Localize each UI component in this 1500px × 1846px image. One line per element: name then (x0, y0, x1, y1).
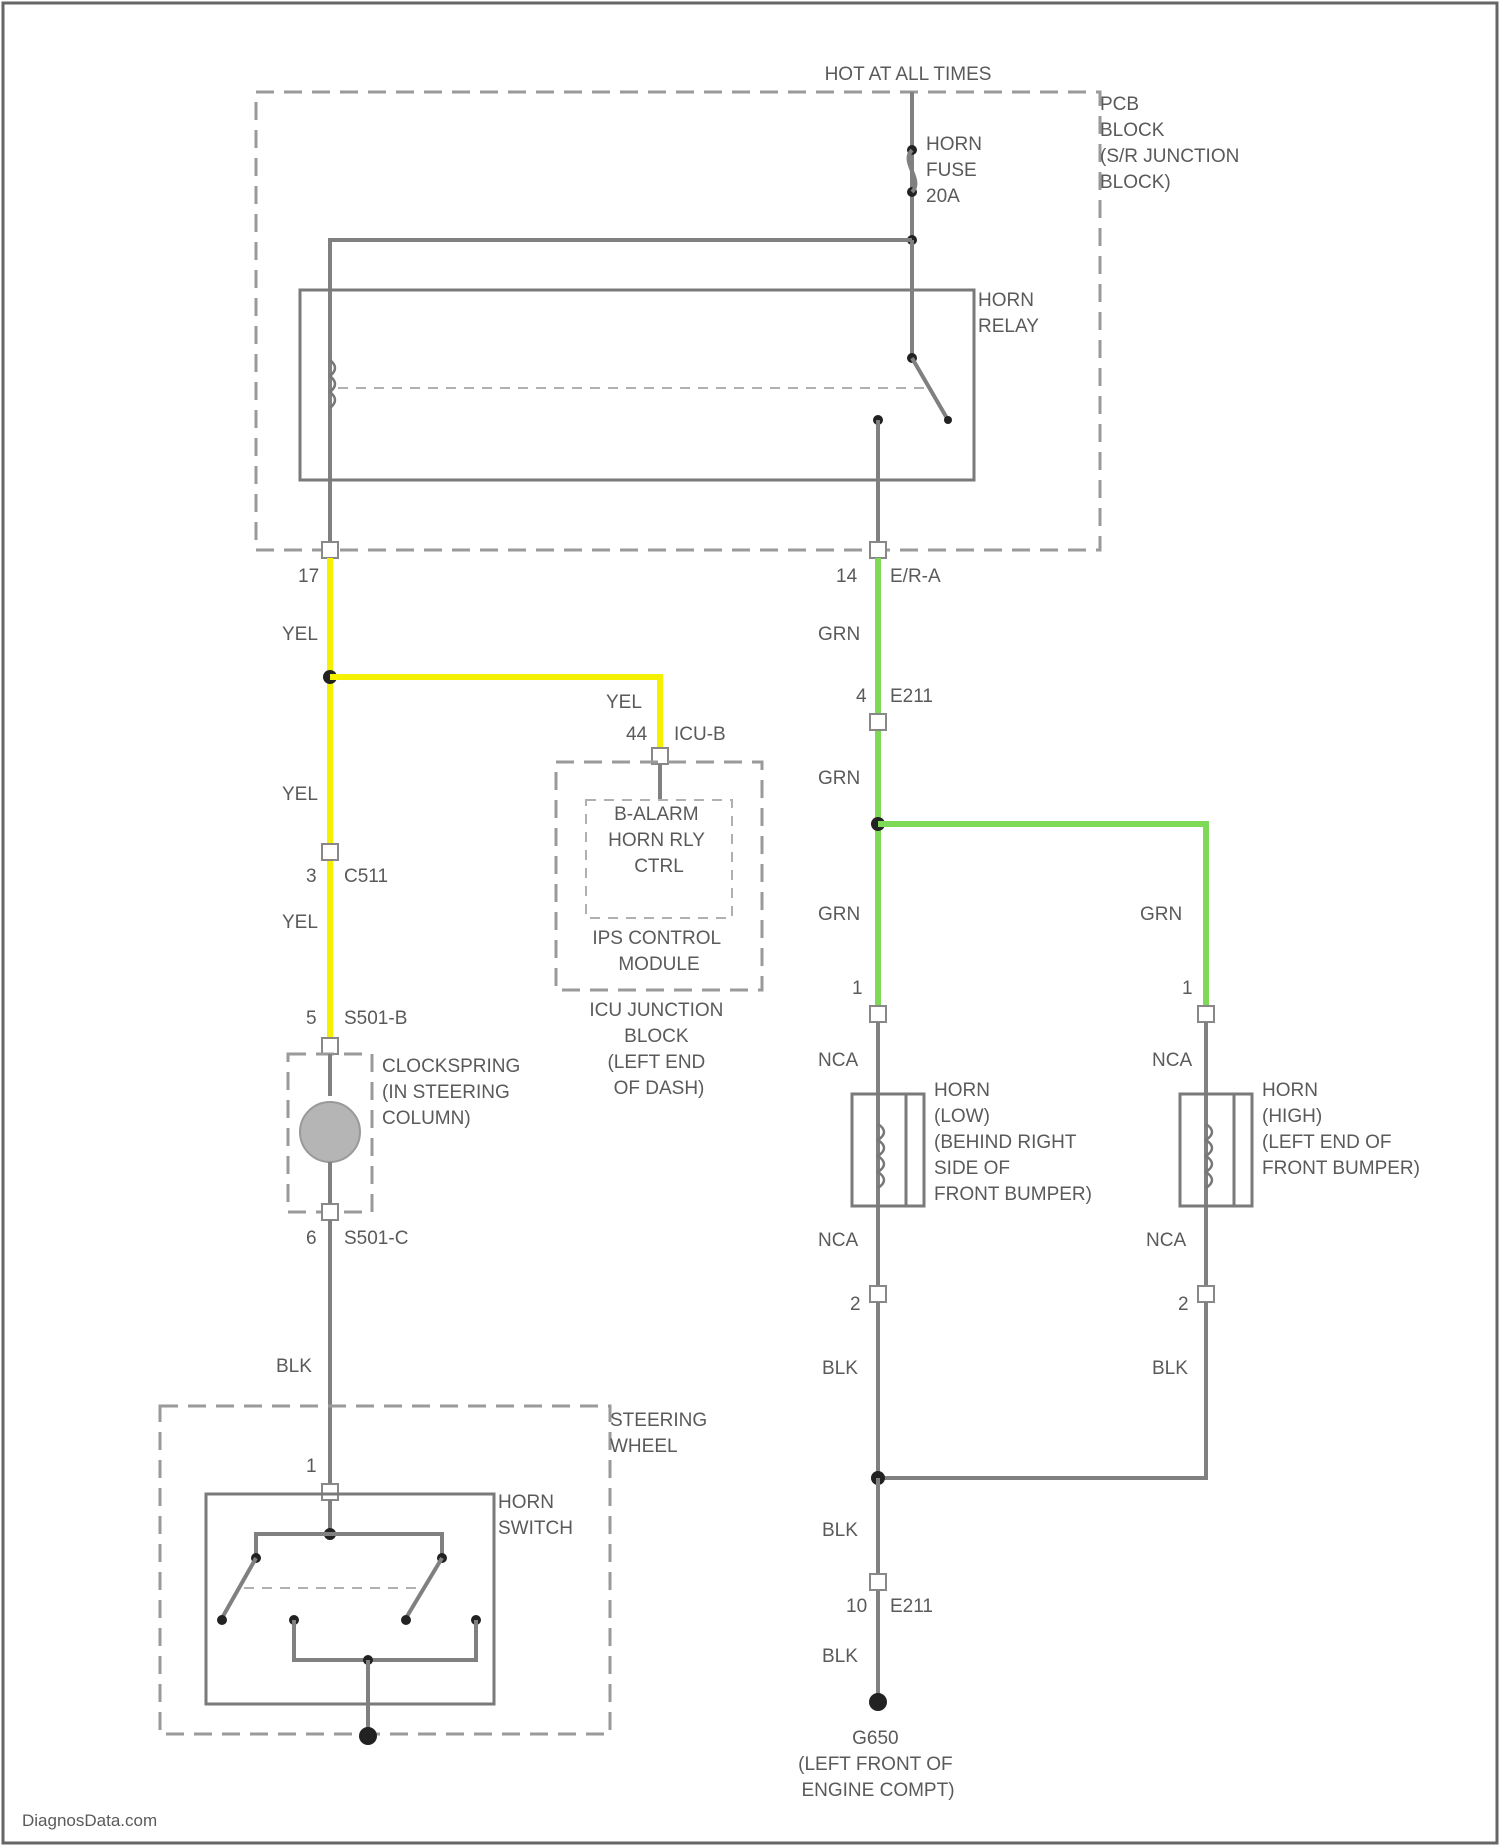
yel-wire-to-icu (330, 677, 660, 750)
horn-low-bell (906, 1094, 924, 1206)
clockspring-icon (300, 1102, 360, 1162)
e211b-connector (870, 1574, 886, 1590)
icu-pin-label: 44 (626, 724, 648, 745)
grn-wire-label-3: GRN (818, 904, 860, 925)
horn-low-pin2-label: 2 (850, 1294, 861, 1315)
er-a-connector-label: E/R-A (890, 566, 941, 587)
c511-label: C511 (344, 866, 388, 887)
nca-label-4: NCA (1146, 1230, 1186, 1251)
steering-wheel-outline (160, 1406, 610, 1734)
pcb-block-label: PCB BLOCK (S/R JUNCTION BLOCK) (1100, 94, 1245, 193)
steering-wheel-label: STEERING WHEEL (610, 1410, 712, 1457)
s501b-connector (322, 1038, 338, 1054)
horn-high-connector-1 (1198, 1006, 1214, 1022)
blk-wire-label-3: BLK (822, 1520, 858, 1541)
horn-low-pin1-label: 1 (852, 978, 863, 999)
horn-switch-top-bus (256, 1534, 442, 1558)
s501c-pin-label: 6 (306, 1228, 317, 1249)
horn-high-bell (1234, 1094, 1252, 1206)
horn-high-connector-2 (1198, 1286, 1214, 1302)
yel-wire-label-2: YEL (282, 784, 318, 805)
horn-switch-box (206, 1494, 494, 1704)
s501c-label: S501-C (344, 1228, 408, 1249)
blk-wire-label: BLK (276, 1356, 312, 1377)
horn-switch-label: HORN SWITCH (498, 1492, 573, 1539)
horn-switch-contact-3 (217, 1615, 227, 1625)
grn-wire-label-4: GRN (1140, 904, 1182, 925)
horn-relay-box (300, 290, 974, 480)
pin-17-label: 17 (298, 566, 319, 587)
pin-14-label: 14 (836, 566, 858, 587)
relay-coil-feed-wire (330, 240, 912, 550)
horn-switch-connector (322, 1484, 338, 1500)
relay-switch-contact (944, 416, 952, 424)
horn-high-label: HORN (HIGH) (LEFT END OF FRONT BUMPER) (1262, 1080, 1420, 1179)
horn-switch-bottom-bus (294, 1620, 476, 1660)
c511-pin-label: 3 (306, 866, 317, 887)
grn-wire-label-2: GRN (818, 768, 860, 789)
icu-junction-block-label: ICU JUNCTION BLOCK (LEFT END OF DASH) (589, 1000, 728, 1099)
horn-relay-label: HORN RELAY (978, 290, 1039, 337)
horn-low-connector-1 (870, 1006, 886, 1022)
g650-ground-label: G650 (LEFT FRONT OF ENGINE COMPT) (798, 1728, 958, 1801)
s501b-pin-label: 5 (306, 1008, 317, 1029)
icu-inner-label: B-ALARM HORN RLY CTRL (608, 804, 710, 877)
hot-at-all-times-label: HOT AT ALL TIMES (825, 64, 992, 85)
nca-label-1: NCA (818, 1050, 858, 1071)
horn-switch-pin-label: 1 (306, 1456, 317, 1477)
ips-control-module-label: IPS CONTROL MODULE (592, 928, 725, 975)
blk-wire-label-4: BLK (822, 1646, 858, 1667)
icu-yel-label: YEL (606, 692, 642, 713)
steering-ground-icon (359, 1727, 377, 1745)
e211-pin-label: 4 (856, 686, 867, 707)
icu-connector-label: ICU-B (674, 724, 726, 745)
diagram-frame (3, 3, 1497, 1843)
pcb-pin-14-connector (870, 542, 886, 558)
horn-high-pin2-label: 2 (1178, 1294, 1189, 1315)
nca-label-2: NCA (1152, 1050, 1192, 1071)
e211-connector (870, 714, 886, 730)
blk-wire-label-2: BLK (1152, 1358, 1188, 1379)
watermark: DiagnosData.com (22, 1811, 157, 1830)
e211b-pin-label: 10 (846, 1596, 867, 1617)
blk-wire-high-horn (878, 1302, 1206, 1478)
horn-fuse-label: HORN FUSE 20A (926, 134, 987, 207)
e211b-label: E211 (890, 1596, 933, 1617)
pcb-pin-17-connector (322, 542, 338, 558)
s501b-label: S501-B (344, 1008, 407, 1029)
blk-wire-label-1: BLK (822, 1358, 858, 1379)
yel-wire-label-3: YEL (282, 912, 318, 933)
horn-low-label: HORN (LOW) (BEHIND RIGHT SIDE OF FRONT B… (934, 1080, 1092, 1205)
c511-connector (322, 844, 338, 860)
s501c-connector (322, 1204, 338, 1220)
horn-high-pin1-label: 1 (1182, 978, 1193, 999)
grn-wire-label-1: GRN (818, 624, 860, 645)
nca-label-3: NCA (818, 1230, 858, 1251)
yel-wire-label-1: YEL (282, 624, 318, 645)
clockspring-label: CLOCKSPRING (IN STEERING COLUMN) (382, 1056, 526, 1129)
e211-label: E211 (890, 686, 933, 707)
horn-switch-contact-4 (401, 1615, 411, 1625)
g650-ground-icon (869, 1693, 887, 1711)
horn-low-connector-2 (870, 1286, 886, 1302)
